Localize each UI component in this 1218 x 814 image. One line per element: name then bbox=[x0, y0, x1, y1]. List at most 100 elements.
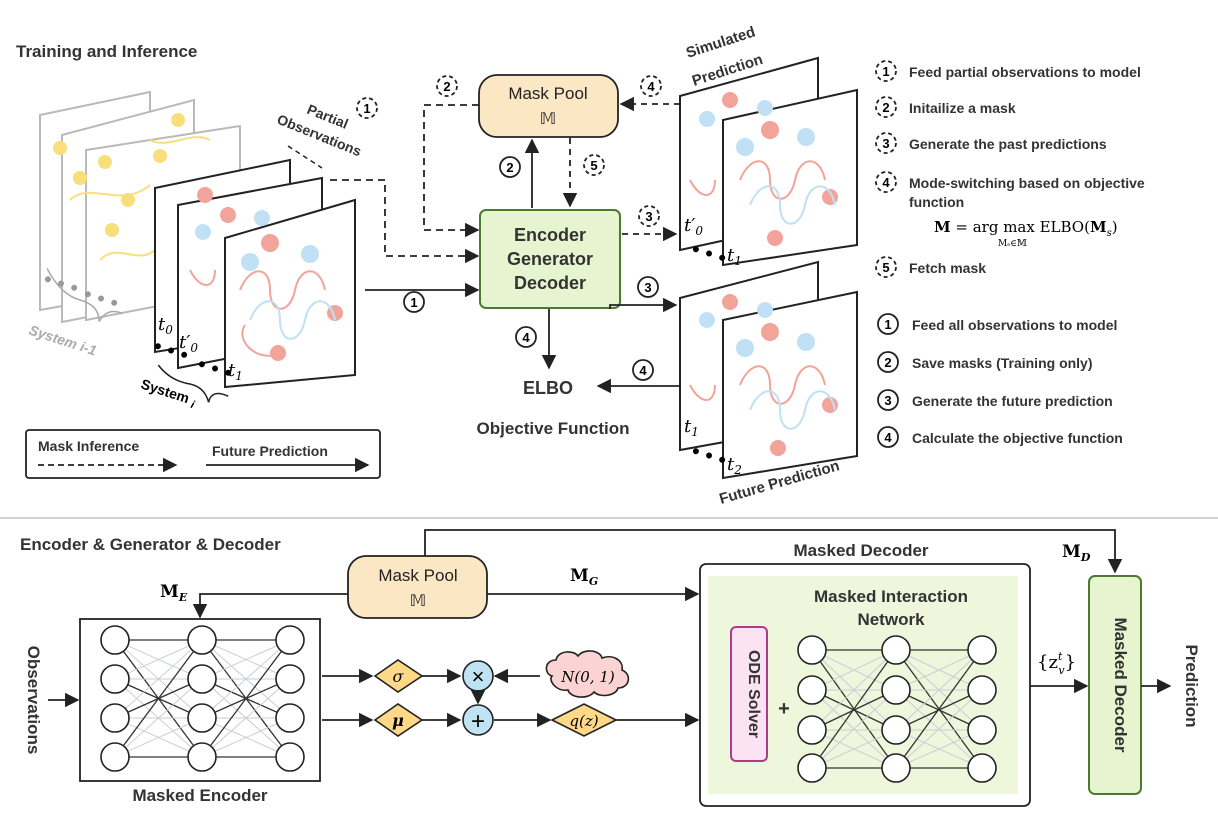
network-node bbox=[187, 742, 217, 772]
normal-label: N(0, 1) bbox=[560, 668, 615, 686]
svg-text:4: 4 bbox=[522, 330, 530, 345]
egd-box[interactable] bbox=[479, 209, 621, 309]
arrow-me bbox=[192, 593, 348, 619]
fut-t2: t2 bbox=[727, 454, 742, 477]
mask-pool-top-label: Mask Pool bbox=[508, 84, 587, 103]
network-node bbox=[275, 625, 305, 655]
masked-encoder-label: Masked Encoder bbox=[132, 786, 267, 805]
frame-t0: t0 bbox=[158, 314, 173, 337]
network-edge bbox=[811, 689, 897, 769]
svg-text:function: function bbox=[909, 194, 964, 210]
network-node bbox=[797, 675, 827, 705]
network-node bbox=[100, 664, 130, 694]
step-badge-solid-2: 2 bbox=[499, 156, 521, 178]
masked-decoder-box[interactable] bbox=[1088, 575, 1142, 795]
svg-text:Feed all observations to model: Feed all observations to model bbox=[912, 317, 1117, 333]
dashed-arrow-partial-to-egd bbox=[330, 179, 480, 264]
svg-text:2: 2 bbox=[882, 100, 889, 115]
svg-text:4: 4 bbox=[884, 430, 892, 445]
step-dashed-item-5: 5 Fetch mask bbox=[875, 256, 986, 278]
mask-pool-bottom-symbol: 𝕄 bbox=[410, 593, 426, 610]
step-badge-solid-4a: 4 bbox=[515, 326, 537, 348]
formula-subscript: Mₛ∈𝕄 bbox=[998, 239, 1027, 249]
network-node bbox=[100, 625, 130, 655]
elbo-label: ELBO bbox=[523, 378, 573, 398]
partial-obs-dashes bbox=[287, 145, 323, 169]
ode-solver-label: ODE Solver bbox=[745, 650, 762, 738]
normal-cloud bbox=[545, 650, 630, 698]
system-cur-frames bbox=[154, 158, 356, 389]
svg-text:4: 4 bbox=[639, 363, 647, 378]
frame-t1: t1 bbox=[228, 360, 243, 383]
network-edge bbox=[811, 649, 897, 731]
svg-text:1: 1 bbox=[410, 295, 417, 310]
svg-text:1: 1 bbox=[882, 64, 889, 79]
prediction-label: Prediction bbox=[1182, 644, 1201, 727]
network-edge bbox=[895, 729, 983, 769]
svg-text:3: 3 bbox=[645, 209, 652, 224]
step-badge-dashed-4: 4 bbox=[640, 75, 662, 97]
step-badge-dashed-5: 5 bbox=[583, 154, 605, 176]
arrow-md bbox=[424, 529, 1123, 574]
network-edge bbox=[201, 639, 291, 680]
step-badge-solid-4b: 4 bbox=[632, 359, 654, 381]
step-solid-item-3: 3 Generate the future prediction bbox=[877, 389, 1113, 411]
mg-label: MG bbox=[570, 566, 598, 588]
me-label: ME bbox=[160, 582, 188, 604]
mu-label: μ bbox=[392, 711, 404, 730]
plus-label: + bbox=[471, 708, 485, 735]
system-cur-label: System i bbox=[138, 376, 199, 412]
network-node bbox=[275, 664, 305, 694]
formula-text: M = arg max ELBO(Ms) bbox=[934, 218, 1118, 239]
svg-text:1: 1 bbox=[884, 317, 891, 332]
network-edge bbox=[895, 649, 983, 731]
mask-pool-bottom[interactable] bbox=[347, 555, 488, 619]
dashed-arrow-maskpool-to-egd bbox=[423, 104, 480, 238]
network-edge bbox=[811, 649, 897, 691]
svg-text:Mode-switching based on object: Mode-switching based on objective bbox=[909, 175, 1145, 191]
ode-solver-box[interactable] bbox=[730, 626, 768, 762]
network-node bbox=[881, 753, 911, 783]
network-edge bbox=[201, 639, 291, 758]
qz-label: q(z) bbox=[569, 712, 598, 730]
step-solid-item-4: 4 Calculate the objective function bbox=[877, 426, 1123, 448]
network-node bbox=[797, 715, 827, 745]
training-title: Training and Inference bbox=[16, 42, 197, 61]
sim-t1: t1 bbox=[727, 245, 742, 268]
observations-label: Observations bbox=[24, 646, 43, 755]
mask-pool-top[interactable] bbox=[478, 74, 619, 138]
network-node bbox=[797, 635, 827, 665]
mask-pool-bottom-label: Mask Pool bbox=[378, 566, 457, 585]
step-badge-dashed-1: 1 bbox=[356, 97, 378, 119]
masked-decoder-title: Masked Decoder bbox=[793, 541, 928, 560]
network-edge bbox=[895, 689, 983, 769]
steps-solid-list: 1 Feed all observations to model 2 Save … bbox=[877, 313, 1123, 448]
svg-text:4: 4 bbox=[882, 175, 890, 190]
step-badge-dashed-2: 2 bbox=[436, 75, 458, 97]
svg-text:2: 2 bbox=[884, 355, 891, 370]
network-edge bbox=[114, 639, 203, 719]
interaction-title-2: Network bbox=[857, 610, 925, 629]
network-node bbox=[187, 664, 217, 694]
system-prev-brace bbox=[46, 268, 123, 323]
svg-text:3: 3 bbox=[644, 280, 651, 295]
network-node bbox=[967, 753, 997, 783]
step-badge-solid-3: 3 bbox=[637, 276, 659, 298]
simulated-frames bbox=[679, 56, 858, 267]
svg-text:Save masks (Training only): Save masks (Training only) bbox=[912, 355, 1093, 371]
legend-box bbox=[25, 429, 381, 479]
svg-text:Fetch mask: Fetch mask bbox=[909, 260, 986, 276]
mask-pool-top-symbol: 𝕄 bbox=[540, 111, 556, 128]
step-solid-item-1: 1 Feed all observations to model bbox=[877, 313, 1117, 335]
network-node bbox=[881, 675, 911, 705]
svg-text:5: 5 bbox=[590, 158, 597, 173]
svg-text:2: 2 bbox=[506, 160, 513, 175]
egd-encoder: Encoder bbox=[514, 225, 586, 245]
encoder-network bbox=[100, 625, 305, 772]
network-edge bbox=[114, 717, 203, 758]
plus-circle bbox=[462, 704, 494, 736]
fut-t1: t1 bbox=[684, 416, 699, 439]
step-badge-solid-1: 1 bbox=[403, 291, 425, 313]
